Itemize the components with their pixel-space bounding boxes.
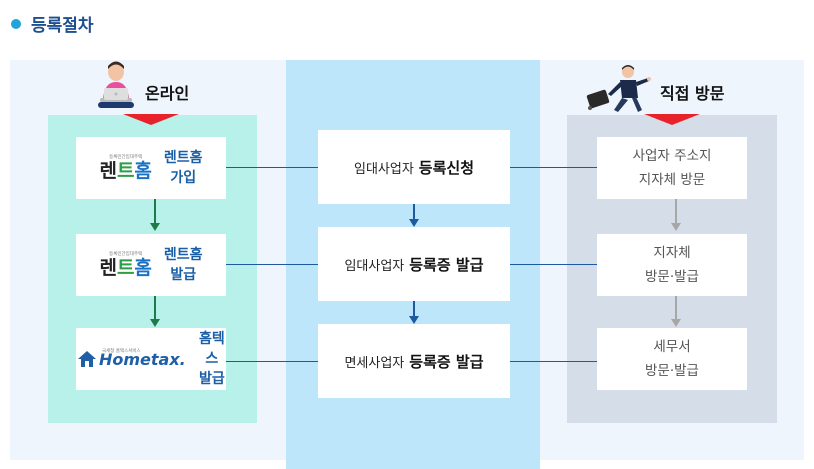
online-step-label: 렌트홈 가입 xyxy=(163,150,203,186)
hometax-logo: 국세청 홈택스서비스 Hometax. xyxy=(76,349,186,369)
visit-step-local-gov-visit: 사업자 주소지 지자체 방문 xyxy=(597,137,747,199)
online-heading: 온라인 xyxy=(145,84,190,103)
connector-line xyxy=(226,167,318,168)
visit-step-tax-office-issue: 세무서 방문·발급 xyxy=(597,328,747,390)
online-step-renthome-join: 등록민간임대주택 렌트홈 렌트홈 가입 xyxy=(76,137,226,199)
connector-line xyxy=(510,264,597,265)
connector-line xyxy=(226,264,318,265)
walking-person-icon xyxy=(586,65,651,112)
online-arrow-down xyxy=(150,296,160,327)
renthome-logo: 등록민간임대주택 렌트홈 xyxy=(99,252,152,279)
online-step-label: 렌트홈 발급 xyxy=(163,247,203,283)
online-step-hometax-issue: 국세청 홈택스서비스 Hometax. 홈텍스 발급 xyxy=(76,328,226,390)
visit-arrow-down xyxy=(671,296,681,327)
visit-red-marker xyxy=(644,114,700,125)
laptop-person-icon xyxy=(98,61,134,108)
connector-line xyxy=(226,361,318,362)
house-icon xyxy=(78,351,96,367)
connector-line xyxy=(510,361,597,362)
visit-step-local-gov-issue: 지자체 방문·발급 xyxy=(597,234,747,296)
title-bullet-icon xyxy=(11,19,21,29)
online-step-renthome-issue: 등록민간임대주택 렌트홈 렌트홈 발급 xyxy=(76,234,226,296)
connector-line xyxy=(510,167,597,168)
online-red-marker xyxy=(123,114,179,125)
renthome-logo: 등록민간임대주택 렌트홈 xyxy=(99,155,152,182)
visit-heading: 직접 방문 xyxy=(660,84,725,103)
middle-arrow-down xyxy=(409,301,419,324)
visit-arrow-down xyxy=(671,199,681,231)
online-arrow-down xyxy=(150,199,160,231)
page-title: 등록절차 xyxy=(31,16,94,36)
middle-arrow-down xyxy=(409,204,419,227)
online-step-label: 홈텍스 발급 xyxy=(198,331,225,387)
